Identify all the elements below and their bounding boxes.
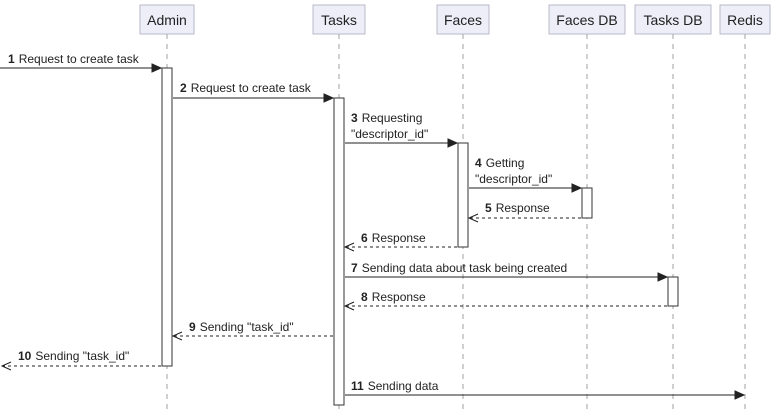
filled-arrowhead-icon — [734, 390, 746, 400]
message-label: 5 Response — [485, 201, 550, 215]
filled-arrowhead-icon — [151, 63, 163, 73]
message-label-line: "descriptor_id" — [351, 127, 428, 141]
message-number: 9 — [189, 320, 196, 334]
participant-faces_db: Faces DB — [548, 4, 626, 35]
message-number: 1 — [8, 52, 15, 66]
participant-box — [139, 4, 195, 35]
message-label: 1 Request to create task — [8, 52, 140, 66]
participant-box — [548, 4, 626, 35]
activation-bar-tasks_db — [667, 276, 679, 307]
message-4: 4 Getting "descriptor_id" — [469, 156, 583, 193]
participant-label: Faces — [444, 12, 482, 28]
message-text: Sending data about task being created — [362, 261, 568, 275]
message-label: 4 Getting — [475, 156, 524, 170]
message-text: Request to create task — [191, 81, 312, 95]
activation-bar-tasks — [333, 97, 345, 406]
open-arrowhead-icon — [343, 301, 355, 311]
message-label: 6 Response — [361, 231, 426, 245]
message-number: 7 — [351, 261, 358, 275]
message-label: 7 Sending data about task being created — [351, 261, 567, 275]
participant-faces: Faces — [436, 4, 490, 35]
message-5: 5 Response — [467, 201, 581, 223]
participant-box — [312, 4, 366, 35]
message-text: Sending data — [368, 379, 439, 393]
message-number: 10 — [18, 349, 32, 363]
filled-arrowhead-icon — [657, 272, 669, 282]
message-label-line: "descriptor_id" — [475, 172, 552, 186]
participant-label: Faces DB — [556, 12, 617, 28]
message-text: Response — [496, 201, 550, 215]
open-arrowhead-icon — [467, 213, 479, 223]
filled-arrowhead-icon — [571, 183, 583, 193]
message-text: Response — [372, 290, 426, 304]
open-arrowhead-icon — [171, 331, 183, 341]
activation-bar-faces_db — [581, 187, 593, 219]
participant-label: Tasks DB — [643, 12, 702, 28]
open-arrowhead-icon — [343, 242, 355, 252]
activation-bar-admin — [161, 67, 173, 367]
message-8: 8 Response — [343, 290, 667, 311]
message-number: 4 — [475, 156, 482, 170]
participant-box — [634, 4, 712, 35]
message-6: 6 Response — [343, 231, 457, 252]
participant-label: Admin — [147, 12, 187, 28]
message-7: 7 Sending data about task being created — [345, 261, 669, 282]
message-text: Requesting — [362, 111, 423, 125]
filled-arrowhead-icon — [447, 138, 459, 148]
activation-bar-faces — [457, 142, 469, 248]
message-text: Request to create task — [19, 52, 140, 66]
message-1: 1 Request to create task — [0, 52, 163, 73]
message-number: 11 — [351, 379, 364, 393]
participant-label: Redis — [727, 12, 763, 28]
message-text: Getting — [486, 156, 525, 170]
message-2: 2 Request to create task — [173, 81, 335, 103]
message-number: 2 — [180, 81, 187, 95]
message-label: 9 Sending "task_id" — [189, 320, 294, 334]
participant-box — [719, 4, 771, 35]
message-label: 8 Response — [361, 290, 426, 304]
message-number: 3 — [351, 111, 358, 125]
message-number: 5 — [485, 201, 492, 215]
message-number: 6 — [361, 231, 368, 245]
message-label: 2 Request to create task — [180, 81, 312, 95]
filled-arrowhead-icon — [323, 93, 335, 103]
participant-admin: Admin — [139, 4, 195, 35]
message-text: Sending "task_id" — [35, 349, 129, 363]
message-11: 11 Sending data — [345, 379, 746, 400]
message-label: 3 Requesting — [351, 111, 422, 125]
open-arrowhead-icon — [0, 361, 12, 371]
message-text: Response — [372, 231, 426, 245]
participant-tasks_db: Tasks DB — [634, 4, 712, 35]
participant-redis: Redis — [719, 4, 771, 35]
participant-box — [436, 4, 490, 35]
message-number: 8 — [361, 290, 368, 304]
participant-tasks: Tasks — [312, 4, 366, 35]
message-text: Sending "task_id" — [200, 320, 294, 334]
participant-label: Tasks — [321, 12, 357, 28]
message-3: 3 Requesting "descriptor_id" — [345, 111, 459, 148]
message-9: 9 Sending "task_id" — [171, 320, 333, 341]
message-label: 11 Sending data — [351, 379, 439, 393]
